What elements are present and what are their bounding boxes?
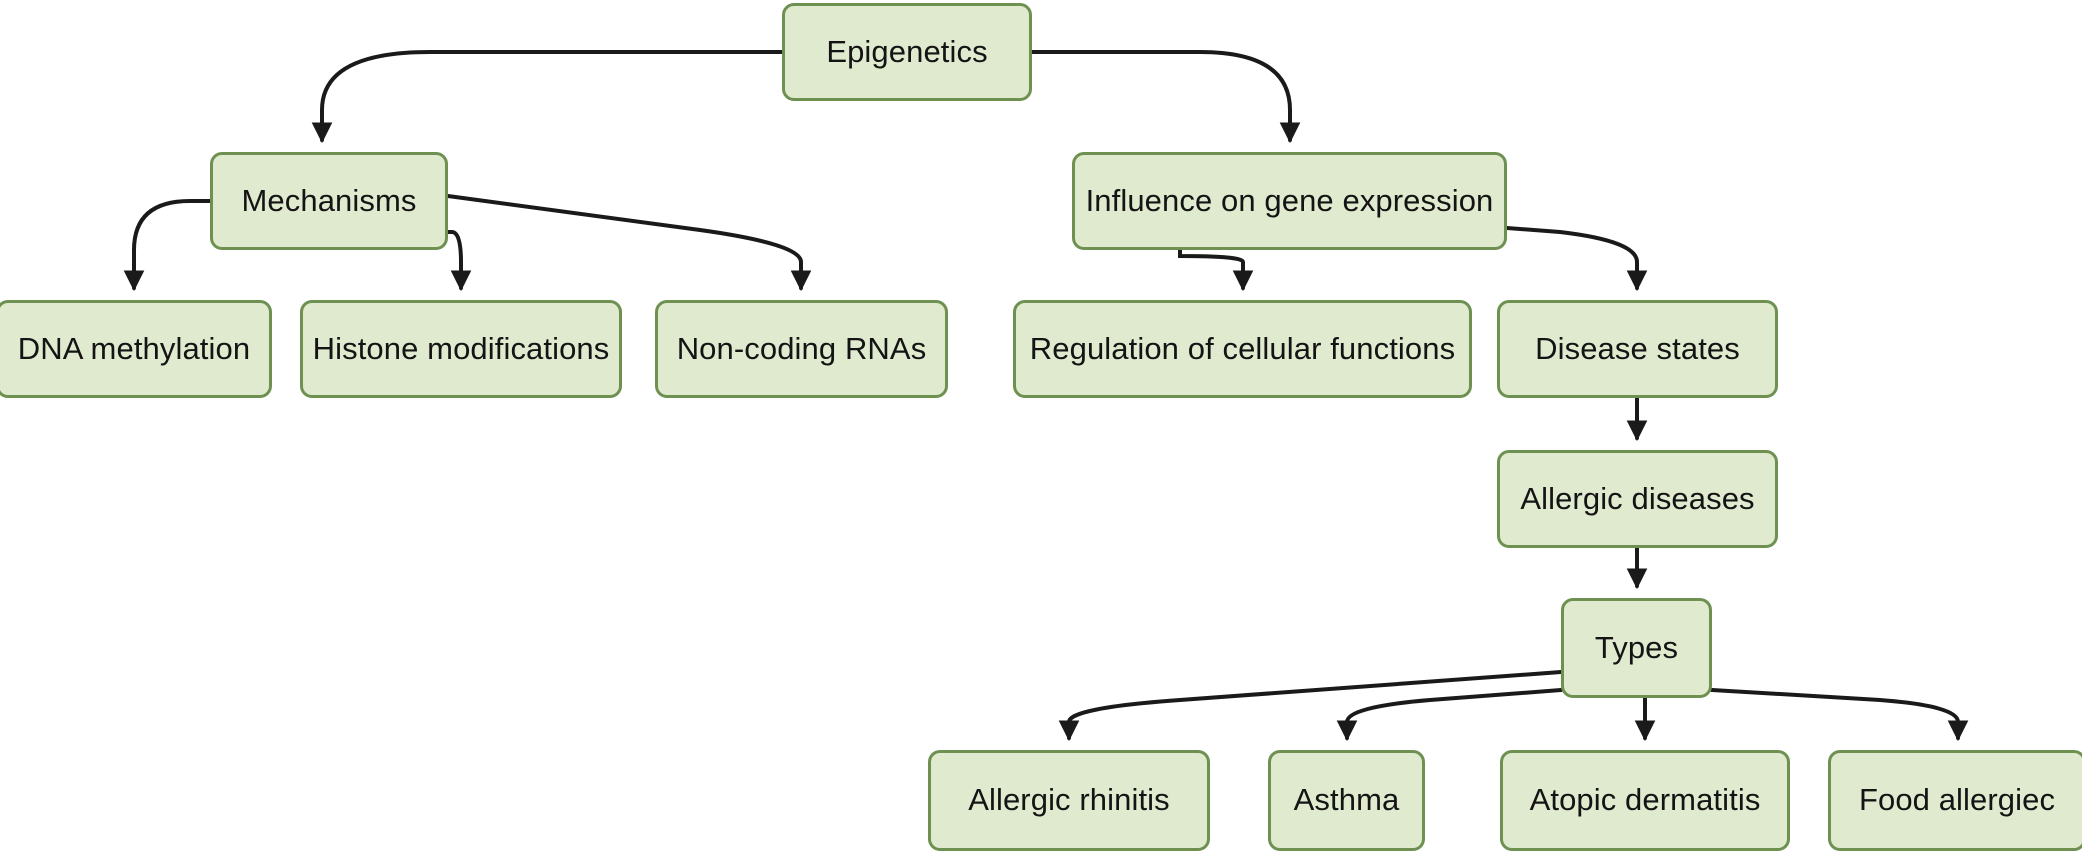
node-disease-states[interactable]: Disease states	[1497, 300, 1778, 398]
node-label-food-allergies: Food allergiec	[1858, 782, 2056, 818]
edge-epigenetics-mechanisms	[311, 50, 784, 144]
edge-types-allergic-rhinitis	[1058, 670, 1563, 742]
node-influence-on-gene-expression[interactable]: Influence on gene expression	[1072, 152, 1507, 250]
node-label-types: Types	[1594, 629, 1679, 665]
node-label-regulation-of-cellular-functions: Regulation of cellular functions	[1029, 330, 1456, 366]
node-regulation-of-cellular-functions[interactable]: Regulation of cellular functions	[1013, 300, 1472, 398]
node-label-disease-states: Disease states	[1535, 330, 1740, 366]
node-atopic-dermatitis[interactable]: Atopic dermatitis	[1500, 750, 1790, 851]
node-label-mechanisms: Mechanisms	[241, 182, 417, 218]
node-allergic-rhinitis[interactable]: Allergic rhinitis	[928, 750, 1210, 851]
edge-types-food-allergies	[1710, 688, 1969, 742]
edge-influence-regulation	[1178, 248, 1254, 292]
node-food-allergies[interactable]: Food allergiec	[1828, 750, 2082, 851]
edge-influence-disease-states	[1505, 226, 1648, 292]
node-label-atopic-dermatitis: Atopic dermatitis	[1529, 782, 1761, 818]
edge-mechanisms-dna-methylation	[123, 199, 212, 292]
edge-mechanisms-histone	[446, 230, 472, 292]
node-histone-modifications[interactable]: Histone modifications	[300, 300, 622, 398]
node-label-asthma: Asthma	[1293, 782, 1400, 818]
node-label-dna-methylation: DNA methylation	[17, 330, 251, 366]
edge-epigenetics-influence	[1030, 50, 1301, 144]
node-epigenetics[interactable]: Epigenetics	[782, 3, 1032, 101]
edge-mechanisms-non-coding-rnas	[446, 194, 812, 292]
node-allergic-diseases[interactable]: Allergic diseases	[1497, 450, 1778, 548]
node-non-coding-rnas[interactable]: Non-coding RNAs	[655, 300, 948, 398]
node-asthma[interactable]: Asthma	[1268, 750, 1425, 851]
node-label-allergic-diseases: Allergic diseases	[1520, 480, 1755, 516]
node-mechanisms[interactable]: Mechanisms	[210, 152, 448, 250]
node-dna-methylation[interactable]: DNA methylation	[0, 300, 272, 398]
node-label-allergic-rhinitis: Allergic rhinitis	[968, 782, 1170, 818]
node-types[interactable]: Types	[1561, 598, 1712, 698]
node-label-histone-modifications: Histone modifications	[312, 330, 610, 366]
node-label-influence-on-gene-expression: Influence on gene expression	[1085, 182, 1494, 218]
node-label-epigenetics: Epigenetics	[826, 33, 988, 69]
edge-types-asthma	[1336, 688, 1563, 742]
node-label-non-coding-rnas: Non-coding RNAs	[676, 330, 927, 366]
